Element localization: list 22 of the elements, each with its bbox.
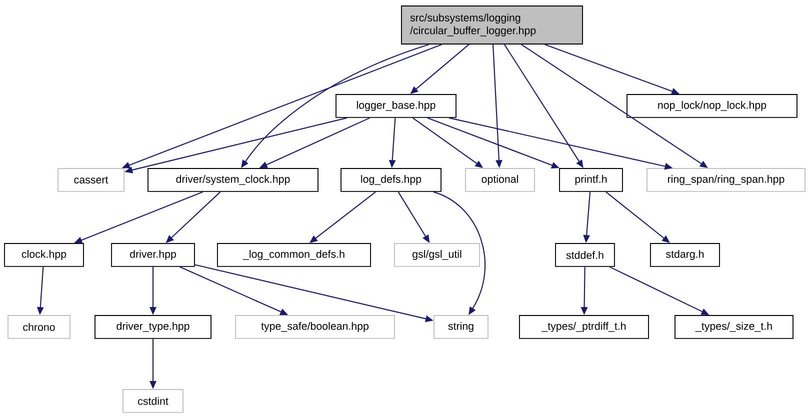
external-file-box: ring_span/ring_span.hpp <box>646 168 806 192</box>
file-box: logger_base.hpp <box>336 94 456 118</box>
file-box: driver_type.hpp <box>94 315 212 339</box>
external-file-box: cassert <box>58 168 124 192</box>
file-box: _types/_size_t.h <box>674 315 794 339</box>
external-file-box: cstdint <box>122 389 184 413</box>
external-file-box: string <box>434 315 488 339</box>
external-file-box: type_safe/boolean.hpp <box>235 315 395 339</box>
file-box: stddef.h <box>555 243 615 267</box>
external-file-box: optional <box>465 168 535 192</box>
file-box: driver/system_clock.hpp <box>148 168 318 192</box>
external-file-box: gsl/gsl_util <box>394 243 480 267</box>
file-box: stdarg.h <box>650 243 720 267</box>
file-box: _log_common_defs.h <box>217 243 371 267</box>
file-box: driver.hpp <box>111 243 195 267</box>
external-file-box: chrono <box>8 315 70 339</box>
file-box: nop_lock/nop_lock.hpp <box>626 94 798 118</box>
file-box: src/subsystems/logging /circular_buffer_logger.hpp <box>401 6 583 44</box>
file-box: log_defs.hpp <box>340 168 442 192</box>
file-box: printf.h <box>559 168 623 192</box>
file-box: _types/_ptrdiff_t.h <box>519 315 649 339</box>
file-box: clock.hpp <box>4 243 84 267</box>
